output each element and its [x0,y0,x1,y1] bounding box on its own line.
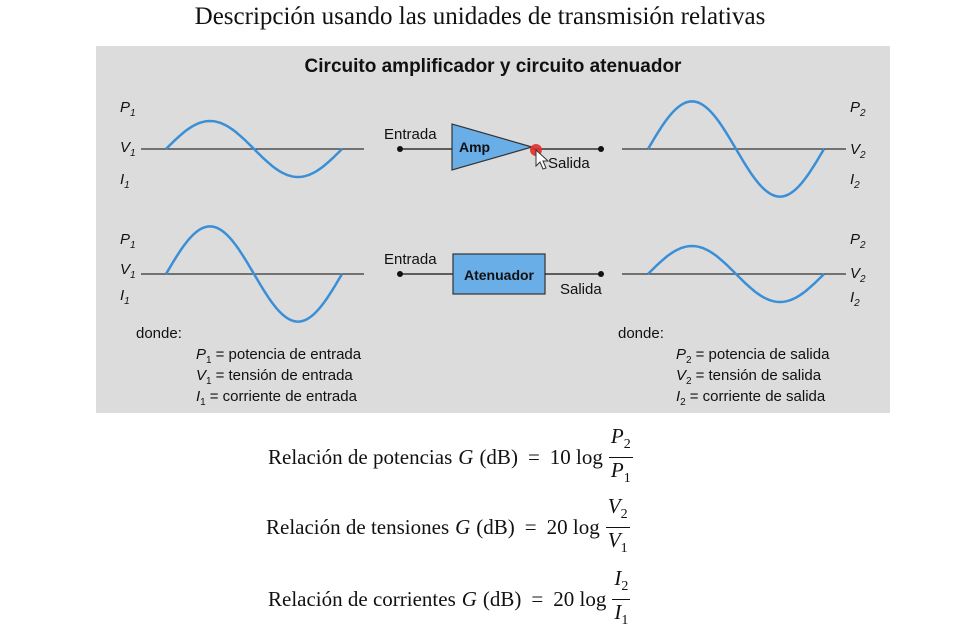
attenuator-box [452,253,546,295]
att-output-terminal [598,271,604,277]
circuit-diagram: Circuito amplificador y circuito atenuad… [120,56,866,408]
att-input-wave [164,225,344,323]
cursor-arrow-icon [535,148,550,170]
output-legend: donde: P2= potencia de salida V2= tensió… [618,325,830,408]
amp-input-label: Entrada [384,126,437,143]
formula-current-label: Relación de corrientes [268,587,456,612]
label-i2-bottom: I2 [850,289,860,309]
att-output-label: Salida [560,281,602,298]
label-v2-top: V2 [850,141,866,161]
formula-power-var: G [458,445,474,470]
formula-current-var: G [461,587,477,612]
amp-label: Amp [459,139,490,155]
legend-v1: V1= tensión de entrada [196,367,353,387]
legend-p1: P1= potencia de entrada [196,346,362,366]
formula-voltage-fraction: V2 V1 [605,494,630,557]
formula-voltage-var: G [455,515,471,540]
label-p2-bottom: P2 [850,231,866,251]
formula-voltage-eq: = [524,515,537,540]
att-input-label: Entrada [384,251,437,268]
label-i2-top: I2 [850,171,860,191]
att-input-labels: P1 V1 I1 [120,231,136,307]
formula-power-coef: 10 log [549,445,603,470]
label-v1-top: V1 [120,139,136,159]
figure-title: Circuito amplificador y circuito atenuad… [305,56,683,77]
slide-title: Descripción usando las unidades de trans… [194,3,766,30]
att-output-labels: P2 V2 I2 [850,231,866,309]
amp-output-label: Salida [548,155,590,172]
formula-voltage: Relación de tensiones G (dB) = 20 log V2… [266,494,630,561]
amp-input-labels: P1 V1 I1 [120,99,136,191]
label-p1-top: P1 [120,99,136,119]
formula-power-unit: (dB) [479,445,518,470]
formula-current-eq: = [531,587,544,612]
amp-output-labels: P2 V2 I2 [850,99,866,191]
label-p1-bottom: P1 [120,231,136,251]
label-i1-top: I1 [120,171,130,191]
input-legend-heading: donde: [136,325,182,342]
label-i1-bottom: I1 [120,287,130,307]
formula-voltage-label: Relación de tensiones [266,515,450,540]
amp-output-wave [646,100,826,198]
att-output-wave [647,244,825,304]
legend-p2: P2= potencia de salida [676,346,830,366]
figure-panel: Circuito amplificador y circuito atenuad… [96,46,890,413]
input-legend: donde: P1= potencia de entrada V1= tensi… [136,325,362,408]
formula-power-fraction: P2 P1 [608,424,633,487]
legend-i1: I1= corriente de entrada [196,388,358,408]
formula-power-eq: = [527,445,540,470]
label-p2-top: P2 [850,99,866,119]
formula-current: Relación de corrientes G (dB) = 20 log I… [268,566,631,633]
formula-current-unit: (dB) [482,587,522,612]
label-v1-bottom: V1 [120,261,136,281]
output-legend-heading: donde: [618,325,664,342]
amp-triangle [451,123,535,171]
legend-i2: I2= corriente de salida [676,388,826,408]
formula-voltage-coef: 20 log [546,515,600,540]
amp-output-terminal [598,146,604,152]
formula-current-coef: 20 log [553,587,607,612]
amp-input-wave [165,119,343,179]
formula-power-label: Relación de potencias [268,445,453,470]
label-v2-bottom: V2 [850,265,866,285]
attenuator-label: Atenuador [464,267,535,283]
formula-power: Relación de potencias G (dB) = 10 log P2… [268,424,633,491]
formula-current-fraction: I2 I1 [612,566,631,629]
legend-v2: V2= tensión de salida [676,367,822,387]
formula-voltage-unit: (dB) [476,515,515,540]
